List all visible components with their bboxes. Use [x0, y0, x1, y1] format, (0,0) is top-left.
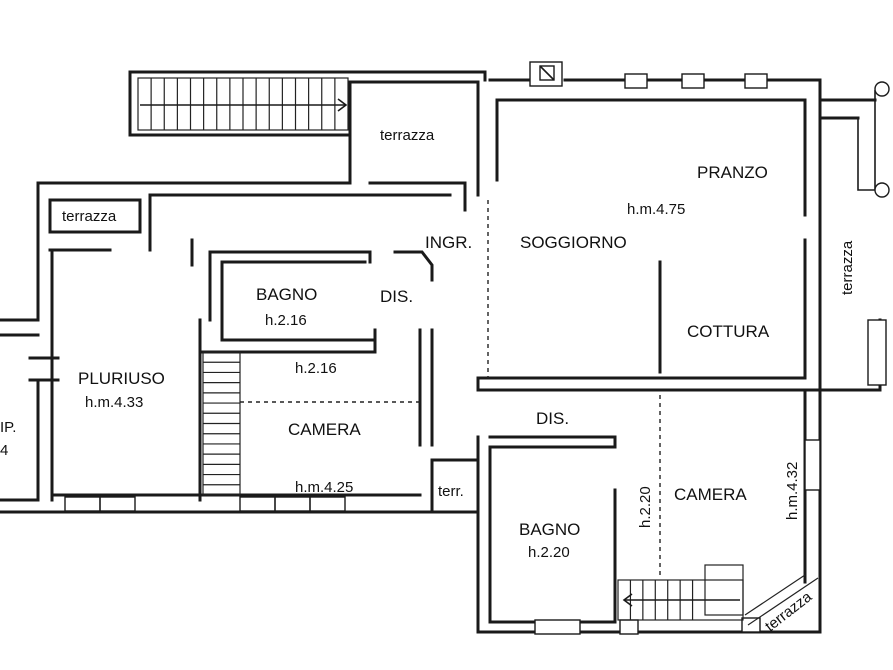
pluriuso-label: PLURIUSO	[78, 369, 165, 388]
dis-upper-label: DIS.	[380, 287, 413, 306]
terrazza-left-label: terrazza	[62, 208, 117, 225]
room-labels: terrazza terrazza PRANZO h.m.4.75 SOGGIO…	[0, 127, 856, 635]
camera-left-label: CAMERA	[288, 420, 361, 439]
staircase-bottom	[617, 564, 819, 626]
pranzo-label: PRANZO	[697, 163, 768, 182]
cottura-label: COTTURA	[687, 322, 770, 341]
bagno-lower-side-height-label: h.2.20	[637, 486, 654, 528]
terrazza-bottom-label: terrazza	[762, 588, 816, 635]
terr-small-label: terr.	[438, 483, 464, 500]
camera-right-height-label: h.m.4.32	[784, 462, 801, 520]
camera-right-label: CAMERA	[674, 485, 747, 504]
stair-height-label: h.2.16	[295, 360, 337, 377]
ingresso-label: INGR.	[425, 233, 472, 252]
terrazza-top-label: terrazza	[380, 127, 435, 144]
soggiorno-label: SOGGIORNO	[520, 233, 627, 252]
bagno-upper-label: BAGNO	[256, 285, 317, 304]
bagno-lower-label: BAGNO	[519, 520, 580, 539]
dis-lower-label: DIS.	[536, 409, 569, 428]
camera-left-height-label: h.m.4.25	[295, 479, 353, 496]
staircase-left	[202, 351, 241, 496]
edge-left-label-2: 4	[0, 442, 8, 459]
pranzo-height-label: h.m.4.75	[627, 201, 685, 218]
bagno-lower-height-label: h.2.20	[528, 544, 570, 561]
walls	[0, 70, 887, 634]
terrazza-right-label: terrazza	[839, 240, 856, 295]
dashed-boundaries	[240, 200, 661, 575]
windows	[64, 61, 890, 635]
edge-left-label-1: IP.	[0, 419, 16, 436]
pluriuso-height-label: h.m.4.33	[85, 394, 143, 411]
staircase-top	[137, 77, 349, 131]
bagno-upper-height-label: h.2.16	[265, 312, 307, 329]
